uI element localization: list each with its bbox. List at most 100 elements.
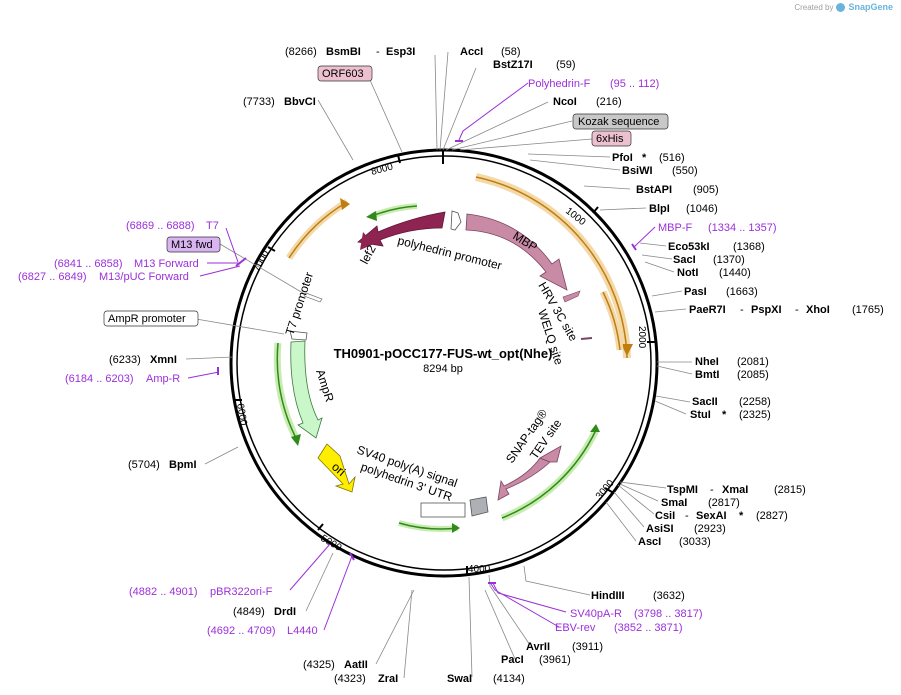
primer-range: (6827 .. 6849): [18, 271, 87, 283]
site-pos: (3632): [653, 590, 685, 602]
leader-line: [655, 395, 691, 403]
credit-brand: SnapGene: [848, 2, 893, 12]
leader-line: [639, 242, 667, 247]
site-name: BmtI: [695, 369, 719, 381]
site-name: BsmBI: [326, 46, 361, 58]
site-name: AsiSI: [646, 523, 674, 535]
leader-line: [484, 589, 516, 660]
site-name: BstZ17I: [493, 59, 533, 71]
tick-label: 6000: [234, 403, 249, 427]
green-arc-left-head: [291, 434, 301, 446]
leader-lines: [185, 51, 693, 679]
site-pos: (59): [556, 59, 576, 71]
welq-site-mark: [580, 337, 593, 340]
orf-arc-topleft-head: [340, 198, 350, 210]
site-pos: (2258): [739, 396, 771, 408]
primer-line: [225, 227, 239, 263]
t7-promoter-mark: [303, 292, 323, 303]
leader-line: [605, 501, 637, 542]
tick-label: 8000: [370, 161, 395, 177]
snapgene-logo-icon: [836, 2, 846, 12]
leader-line: [185, 356, 234, 360]
site-name: SacI: [673, 254, 696, 266]
primer-name: EBV-rev: [555, 622, 596, 634]
primer-name: M13/pUC Forward: [99, 271, 189, 283]
primer-name: Amp-R: [146, 373, 180, 385]
site-pos: (4325): [303, 659, 335, 671]
site-star: *: [739, 510, 744, 522]
site-name: HindIII: [591, 590, 625, 602]
green-arc-snap-head: [590, 424, 600, 432]
leader-line: [617, 484, 655, 515]
kozak-label: Kozak sequence: [578, 116, 659, 128]
site-pos: (6233): [109, 354, 141, 366]
site-name: AscI: [638, 536, 661, 548]
site-name: SexAI: [696, 510, 727, 522]
plasmid-name: TH0901-pOCC177-FUS-wt_opt(Nhe): [334, 346, 553, 361]
primer-line: [492, 582, 567, 613]
site-pos: (905): [693, 184, 719, 196]
tick-mark: [397, 154, 401, 164]
primer-line: [187, 371, 220, 379]
site-name: SacII: [692, 396, 718, 408]
site-name: XhoI: [806, 304, 830, 316]
primer-line: [490, 583, 560, 628]
site-pos: (2081): [737, 356, 769, 368]
site-name: TspMI: [667, 484, 698, 496]
primer-name: Polyhedrin-F: [528, 78, 591, 90]
site-name: Eco53kI: [668, 241, 710, 253]
leader-line: [305, 552, 334, 612]
leader-line: [613, 491, 645, 528]
site-name: NcoI: [553, 96, 577, 108]
site-name: StuI: [690, 409, 711, 421]
site-name: NotI: [677, 267, 698, 279]
site-pos: (516): [659, 152, 685, 164]
leader-line: [644, 261, 675, 273]
site-name: BlpI: [649, 203, 670, 215]
primer-range: (6184 .. 6203): [65, 373, 134, 385]
leader-line: [527, 153, 611, 158]
ampr-promoter-arrow: [289, 330, 308, 341]
tick-mark: [317, 523, 324, 531]
ampr-promoter-label: AmpR promoter: [108, 313, 186, 325]
site-pos: (2325): [739, 409, 771, 421]
ampr-promoter-box: [103, 310, 199, 327]
snap-tag-arrow: [497, 457, 551, 501]
primer-name: MBP-F: [658, 222, 693, 234]
green-arc-left-line: [276, 342, 298, 441]
orf-arcs: [273, 173, 633, 533]
site-pos: (4134): [493, 673, 525, 685]
site-pos: (1370): [713, 254, 745, 266]
primer-name: M13 Forward: [134, 258, 199, 270]
site-pos: (5704): [128, 459, 160, 471]
site-star: *: [722, 409, 727, 421]
lef2-label: lef2: [357, 242, 379, 266]
orf-arc-large-line: [475, 176, 628, 359]
site-name: SmaI: [661, 497, 687, 509]
ampr-label: AmpR: [313, 368, 337, 404]
primer-marks: [187, 82, 656, 631]
primer-line: [323, 555, 353, 631]
site-name: BstAPI: [636, 184, 672, 196]
kozak-box: [572, 113, 669, 130]
site-name: PaeR7I: [689, 304, 726, 316]
ori-arrow: [317, 443, 356, 493]
orf-arc-large-head: [621, 344, 633, 356]
site-pos: (2085): [737, 369, 769, 381]
tick-mark: [592, 206, 599, 214]
site-name: CsiI: [655, 510, 675, 522]
feature-arrows: [289, 210, 593, 518]
green-arc-snap-line: [501, 429, 597, 519]
site-pos: (1046): [686, 203, 718, 215]
site-sep: -: [740, 304, 744, 316]
site-name: AatII: [344, 659, 368, 671]
site-sep: -: [710, 484, 714, 496]
sv40-polya-box: [420, 502, 466, 518]
site-name: PfoI: [612, 152, 633, 164]
site-name: BpmI: [169, 459, 197, 471]
leader-line: [619, 481, 667, 489]
primer-range: (6869 .. 6888): [126, 220, 195, 232]
primer-line: [289, 543, 331, 591]
site-name: AvrII: [526, 641, 550, 653]
